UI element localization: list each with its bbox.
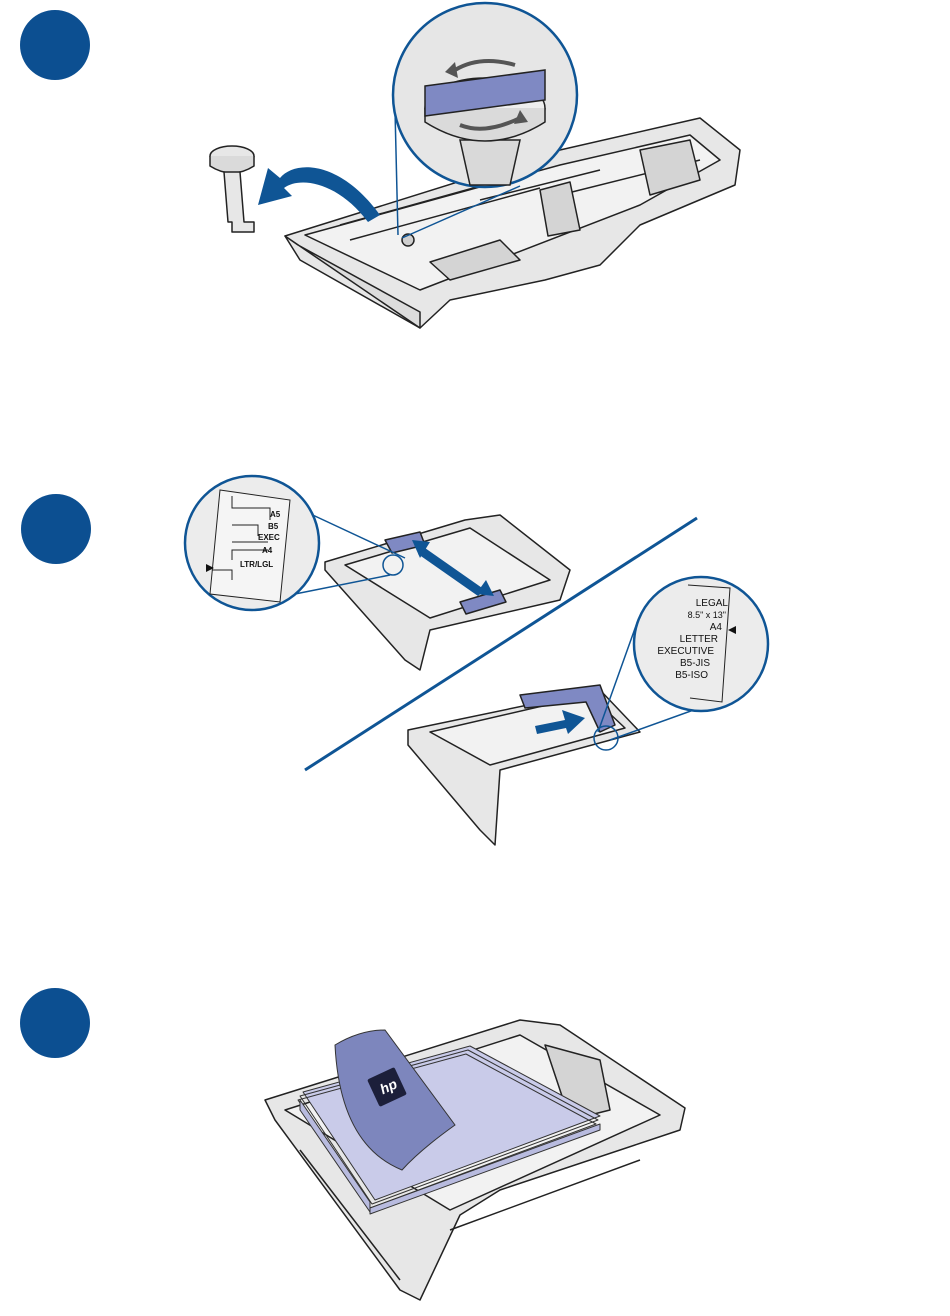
width-label-exec: EXEC	[258, 533, 280, 542]
step-2-illustration: A5 B5 EXEC A4 LTR/LGL LEGAL 8.5" x 13" A…	[0, 470, 950, 890]
width-label-ltr-lgl: LTR/LGL	[240, 560, 273, 569]
width-label-a5: A5	[270, 510, 281, 519]
pin-icon	[210, 146, 254, 232]
length-label-8-5x13: 8.5" x 13"	[688, 610, 726, 620]
width-label-b5: B5	[268, 522, 279, 531]
length-label-b5-iso: B5-ISO	[675, 670, 708, 681]
length-label-legal: LEGAL	[696, 598, 729, 609]
curved-arrow-icon	[258, 167, 380, 222]
length-label-a4: A4	[710, 622, 723, 633]
step-1-illustration	[0, 0, 950, 380]
length-label-letter: LETTER	[680, 634, 718, 645]
length-label-executive: EXECUTIVE	[657, 646, 714, 657]
step-3-illustration: hp	[0, 1000, 950, 1310]
width-label-a4: A4	[262, 546, 273, 555]
length-label-b5-jis: B5-JIS	[680, 658, 710, 669]
